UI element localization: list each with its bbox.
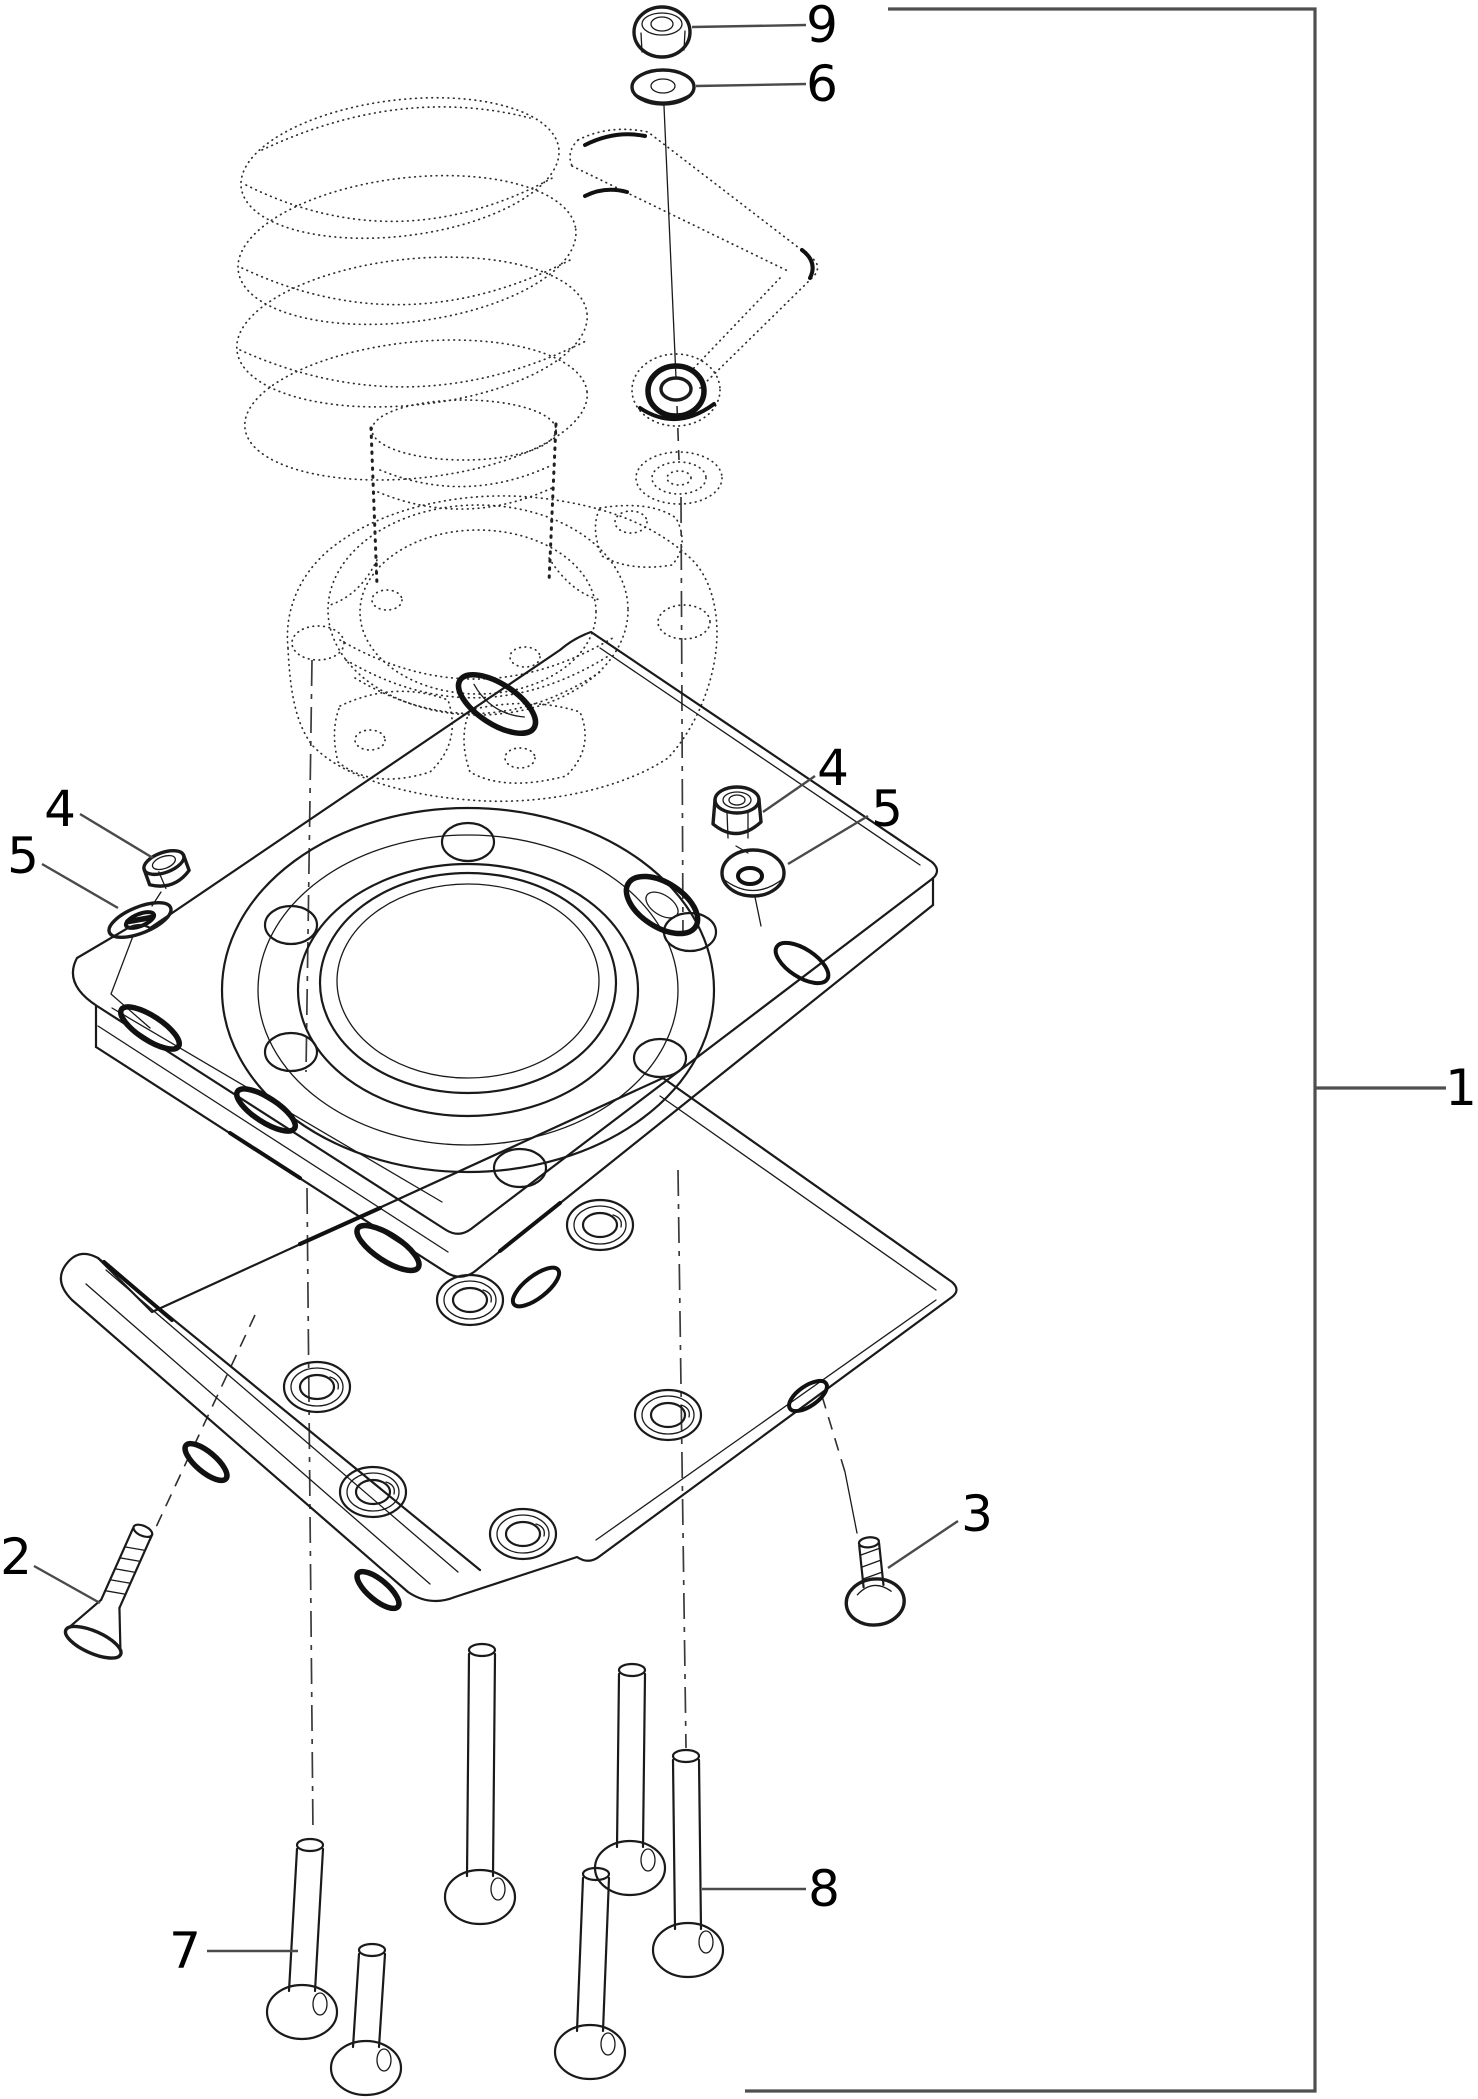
pin-bolt bbox=[265, 1837, 339, 2041]
countersunk-hole bbox=[338, 1465, 408, 1519]
callout-leader-line bbox=[762, 775, 816, 813]
callout-label: 6 bbox=[806, 55, 838, 113]
pin-bolt bbox=[443, 1642, 517, 1926]
callout-7: 7 bbox=[169, 1922, 298, 1980]
pin-bolt bbox=[593, 1662, 667, 1897]
callout-leader-line bbox=[691, 23, 807, 29]
callout-3: 3 bbox=[887, 1485, 993, 1569]
center-lines bbox=[149, 496, 858, 1834]
flat-washer-center-part5 bbox=[720, 848, 786, 898]
spring-washer-left-part5 bbox=[107, 901, 173, 939]
center-line-top bbox=[663, 105, 677, 379]
left-washer-connector bbox=[110, 935, 151, 1029]
callout-8: 8 bbox=[702, 1860, 840, 1918]
grommet-phantom bbox=[635, 451, 723, 505]
bellows-phantom bbox=[235, 96, 589, 481]
lower-plate bbox=[59, 1076, 958, 1612]
countersunk-screw-part2 bbox=[63, 1523, 154, 1660]
callout-label: 5 bbox=[871, 780, 903, 838]
callout-label: 3 bbox=[961, 1485, 993, 1543]
callout-1: 1 bbox=[1445, 1059, 1477, 1117]
callout-4-left: 4 bbox=[44, 780, 154, 860]
callout-leader-line bbox=[41, 862, 119, 910]
center-washer-tick bbox=[754, 896, 762, 927]
flange-phantom bbox=[286, 495, 718, 803]
callout-5-center: 5 bbox=[787, 780, 903, 866]
callout-label: 4 bbox=[44, 780, 76, 838]
pin-bolt bbox=[329, 1942, 403, 2097]
callout-label: 7 bbox=[169, 1922, 201, 1980]
countersunk-hole bbox=[435, 1273, 505, 1327]
pin-bolt bbox=[651, 1748, 725, 1979]
callout-label: 5 bbox=[7, 827, 39, 885]
callout-9: 9 bbox=[691, 0, 838, 54]
cylinder-phantom bbox=[329, 399, 601, 606]
countersunk-hole bbox=[633, 1388, 703, 1442]
callout-4-center: 4 bbox=[762, 739, 849, 813]
callout-leader-line bbox=[33, 1564, 101, 1605]
callout-label: 2 bbox=[0, 1528, 32, 1586]
callout-label: 1 bbox=[1445, 1059, 1477, 1117]
reference-bracket bbox=[745, 7, 1446, 2093]
callout-leader-line bbox=[787, 814, 869, 866]
callout-leader-line bbox=[79, 812, 154, 860]
pan-head-screw-part3 bbox=[844, 1536, 906, 1627]
callout-label: 4 bbox=[817, 739, 849, 797]
callout-leader-line bbox=[887, 1520, 959, 1569]
callout-2: 2 bbox=[0, 1528, 101, 1605]
pin-bolt bbox=[553, 1866, 627, 2081]
countersunk-hole bbox=[488, 1507, 558, 1561]
callout-6: 6 bbox=[695, 55, 838, 113]
guard-bracket-phantom bbox=[569, 128, 819, 427]
countersunk-hole bbox=[565, 1198, 635, 1252]
countersunk-hole bbox=[282, 1360, 352, 1414]
lock-nut-center-part4 bbox=[711, 785, 763, 839]
callout-label: 8 bbox=[808, 1860, 840, 1918]
flat-washer-part6 bbox=[630, 68, 696, 106]
callout-label: 9 bbox=[806, 0, 838, 54]
upper-plate bbox=[71, 630, 939, 1309]
hex-nut-part9 bbox=[632, 5, 692, 59]
lock-nut-left-part4 bbox=[142, 849, 191, 890]
callout-5-left: 5 bbox=[7, 827, 119, 910]
callout-leader-line bbox=[695, 82, 807, 88]
